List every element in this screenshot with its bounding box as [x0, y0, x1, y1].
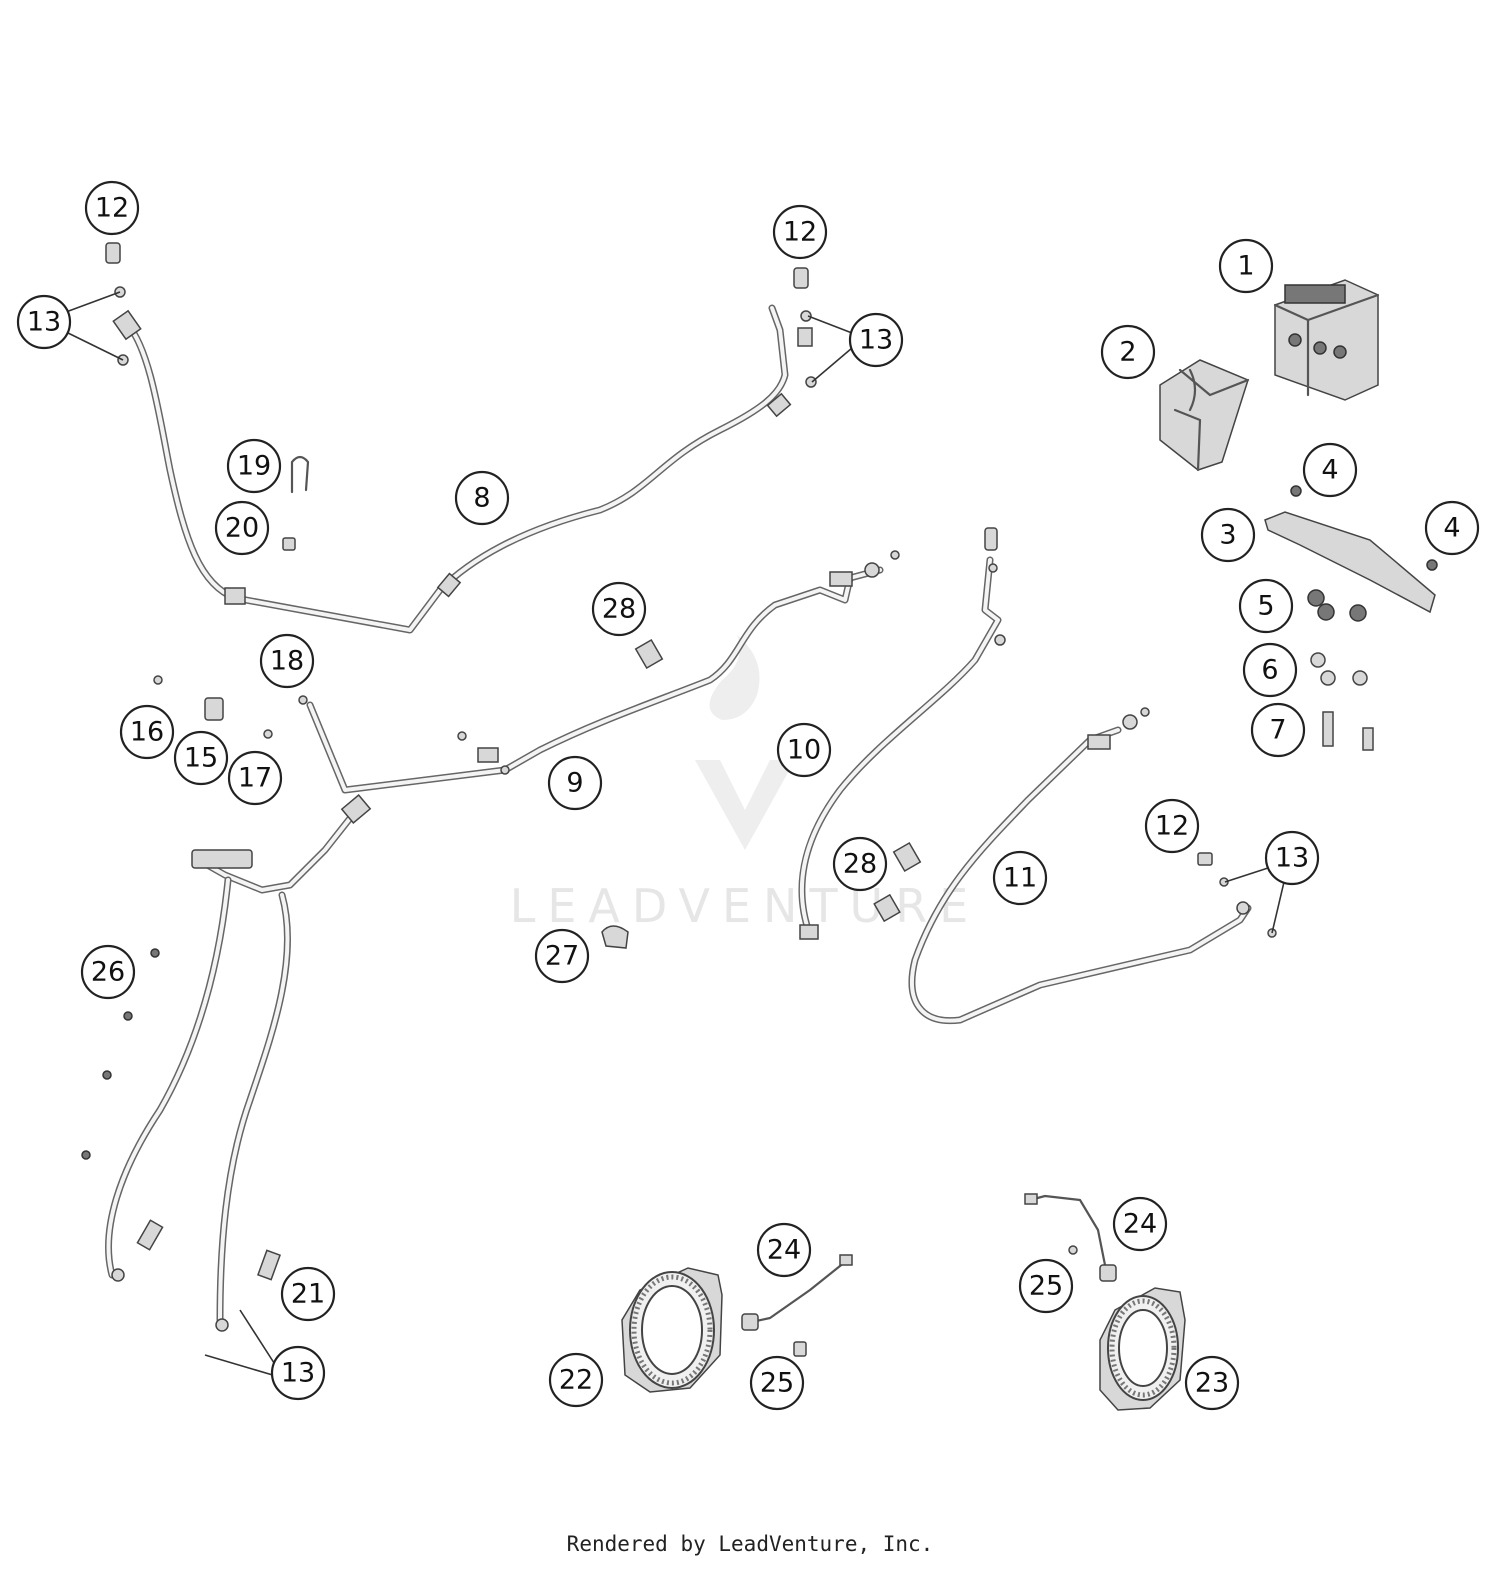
- leader-lines: [65, 291, 1285, 1377]
- banjo-bolt-parts-top-middle: [793, 267, 812, 322]
- svg-text:24: 24: [767, 1235, 801, 1266]
- callout-17: 17: [227, 750, 283, 806]
- callout-13-a: 13: [16, 294, 72, 350]
- svg-text:28: 28: [602, 594, 636, 625]
- callout-10: 10: [776, 722, 832, 778]
- front-brake-lines: [81, 793, 372, 1332]
- svg-text:21: 21: [291, 1279, 325, 1310]
- clip-27: [601, 925, 629, 949]
- svg-text:4: 4: [1443, 513, 1460, 544]
- abs-bracket-2: [1159, 359, 1250, 472]
- callout-20: 20: [214, 500, 270, 556]
- svg-text:4: 4: [1321, 455, 1338, 486]
- callout-3: 3: [1200, 507, 1256, 563]
- brake-line-9: [306, 550, 900, 794]
- svg-text:13: 13: [859, 325, 893, 356]
- callout-13-c: 13: [1264, 830, 1320, 886]
- brake-line-10: [798, 527, 1006, 940]
- abs-sensor-ring-23: [1099, 1287, 1186, 1411]
- svg-text:15: 15: [184, 743, 218, 774]
- callout-12-a: 12: [84, 180, 140, 236]
- svg-text:16: 16: [130, 717, 164, 748]
- callout-2: 2: [1100, 324, 1156, 380]
- svg-text:19: 19: [237, 451, 271, 482]
- callout-21: 21: [280, 1266, 336, 1322]
- callout-6: 6: [1242, 642, 1298, 698]
- mounting-plate-3: [1264, 485, 1438, 614]
- svg-text:3: 3: [1219, 520, 1236, 551]
- callout-28-a: 28: [591, 581, 647, 637]
- svg-text:10: 10: [787, 735, 821, 766]
- clip-and-screw-19-20: [282, 455, 310, 551]
- spacers-6: [1310, 652, 1368, 686]
- svg-text:9: 9: [566, 768, 583, 799]
- callout-15: 15: [173, 730, 229, 786]
- screws-7: [1322, 711, 1374, 751]
- svg-text:26: 26: [91, 957, 125, 988]
- grommets-5: [1307, 589, 1367, 622]
- abs-modulator-1: [1273, 279, 1380, 401]
- callout-25-b: 25: [749, 1355, 805, 1411]
- watermark-text: LEADVENTURE: [510, 879, 981, 933]
- abs-sensor-24-rear: [1024, 1193, 1117, 1282]
- svg-text:6: 6: [1261, 655, 1278, 686]
- abs-sensor-24-front: [741, 1254, 853, 1357]
- svg-text:28: 28: [843, 849, 877, 880]
- svg-text:25: 25: [760, 1368, 794, 1399]
- callout-25-a: 25: [1018, 1258, 1074, 1314]
- hose-clamps-28-lower: [873, 841, 922, 923]
- callout-4-b: 4: [1424, 500, 1480, 556]
- footer-credit: Rendered by LeadVenture, Inc.: [566, 1532, 934, 1556]
- svg-text:1: 1: [1237, 251, 1254, 282]
- svg-text:18: 18: [270, 646, 304, 677]
- callout-24-a: 24: [756, 1222, 812, 1278]
- callout-4-a: 4: [1302, 442, 1358, 498]
- svg-text:17: 17: [238, 763, 272, 794]
- callout-19: 19: [226, 438, 282, 494]
- svg-text:22: 22: [559, 1365, 593, 1396]
- svg-text:12: 12: [95, 193, 129, 224]
- svg-text:24: 24: [1123, 1209, 1157, 1240]
- svg-text:7: 7: [1269, 715, 1286, 746]
- svg-text:23: 23: [1195, 1368, 1229, 1399]
- svg-text:25: 25: [1029, 1271, 1063, 1302]
- brake-line-8: [112, 304, 817, 634]
- svg-text:13: 13: [1275, 843, 1309, 874]
- svg-text:13: 13: [27, 307, 61, 338]
- callout-12-c: 12: [1144, 798, 1200, 854]
- callout-23: 23: [1184, 1355, 1240, 1411]
- callout-16: 16: [119, 704, 175, 760]
- svg-text:2: 2: [1119, 337, 1136, 368]
- callout-5: 5: [1238, 578, 1294, 634]
- callout-28-b: 28: [832, 836, 888, 892]
- svg-text:11: 11: [1003, 863, 1037, 894]
- callout-12-b: 12: [772, 204, 828, 260]
- parts-15-16-17-18: [153, 675, 308, 739]
- hose-clamp-28-upper: [634, 638, 664, 670]
- svg-text:12: 12: [1155, 811, 1189, 842]
- callout-22: 22: [548, 1352, 604, 1408]
- callout-8: 8: [454, 470, 510, 526]
- brake-line-11: [908, 707, 1277, 1025]
- callout-7: 7: [1250, 702, 1306, 758]
- callout-11: 11: [992, 850, 1048, 906]
- svg-text:13: 13: [281, 1358, 315, 1389]
- svg-text:12: 12: [783, 217, 817, 248]
- callout-18: 18: [259, 633, 315, 689]
- callout-24-b: 24: [1112, 1196, 1168, 1252]
- banjo-bolt-parts-top-left: [105, 242, 129, 366]
- callout-9: 9: [547, 755, 603, 811]
- callout-27: 27: [534, 928, 590, 984]
- abs-sensor-ring-22: [621, 1267, 723, 1393]
- svg-text:27: 27: [545, 941, 579, 972]
- svg-text:8: 8: [473, 483, 490, 514]
- svg-text:20: 20: [225, 513, 259, 544]
- callout-1: 1: [1218, 238, 1274, 294]
- callout-13-b: 13: [848, 312, 904, 368]
- svg-text:5: 5: [1257, 591, 1274, 622]
- callout-26: 26: [80, 944, 136, 1000]
- callout-13-d: 13: [270, 1345, 326, 1401]
